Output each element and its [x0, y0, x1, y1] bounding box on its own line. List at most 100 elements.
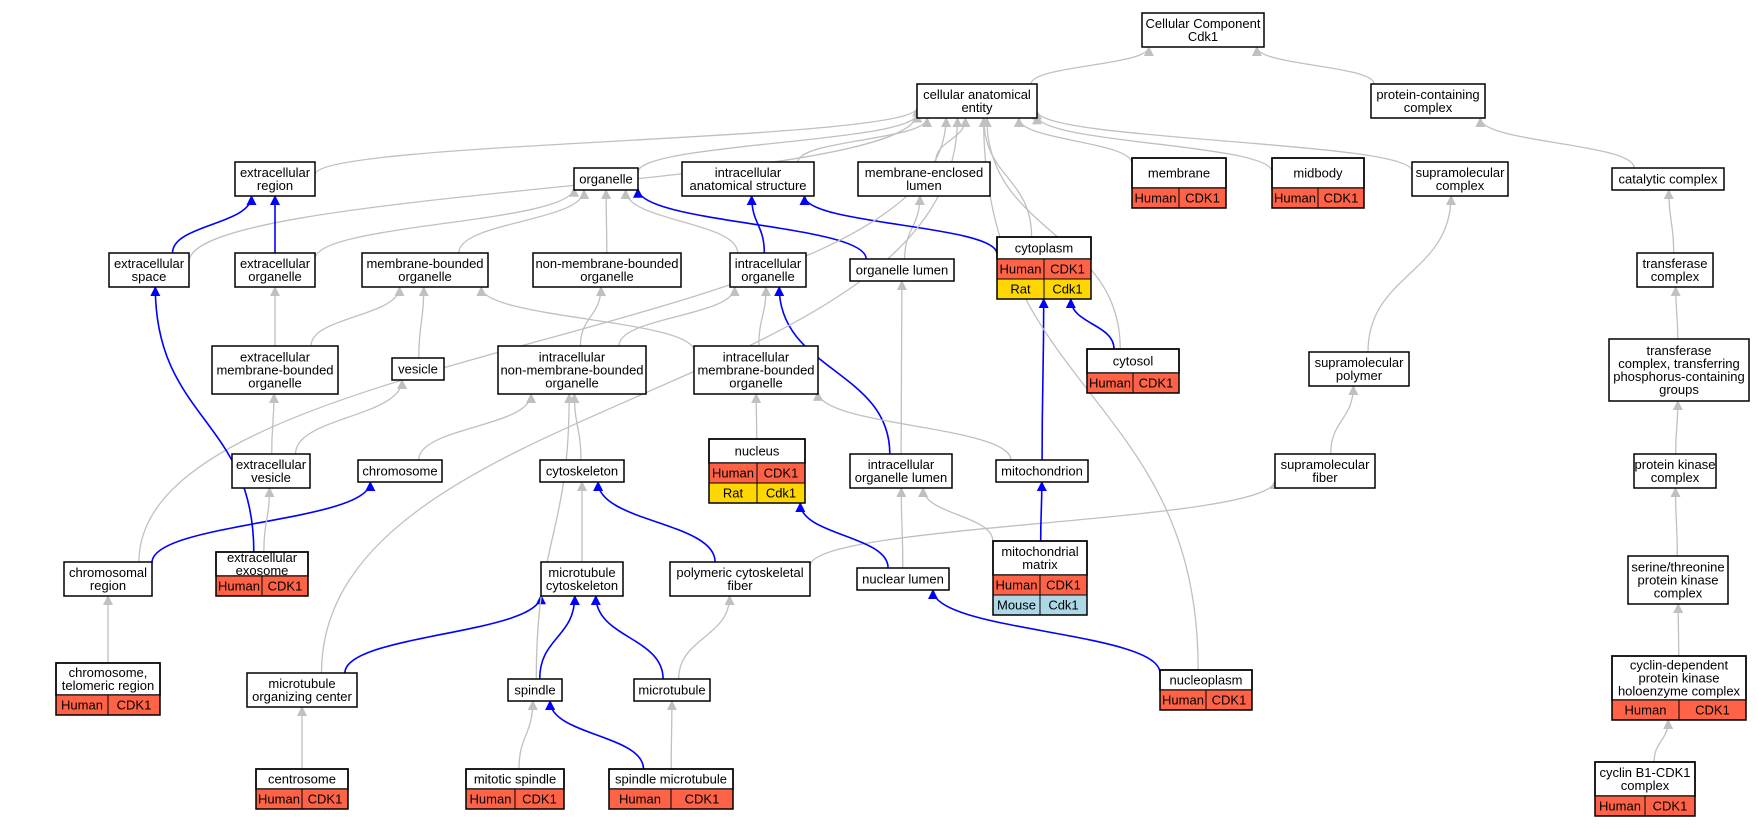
- edge-tctpcg-to-transcomplex-is-a: [1670, 286, 1681, 340]
- edge-supfiber-to-suppolymer-is-a: [1330, 385, 1359, 455]
- edge-cdkhc-to-stpkc-is-a: [1673, 603, 1684, 657]
- node-label-line: protein kinase: [1639, 671, 1720, 686]
- edge-cytoplasm-to-cae-is-a: [978, 117, 1033, 238]
- node-label-line: groups: [1659, 382, 1699, 397]
- edge-suppolymer-to-supcomplex-is-a: [1367, 195, 1456, 353]
- node-spindle[interactable]: spindle: [507, 678, 563, 702]
- edge-extreg-to-cae-is-a: [314, 106, 922, 175]
- node-box: [681, 161, 815, 197]
- node-label-line: cytoplasm: [1015, 241, 1074, 256]
- node-box: [708, 438, 806, 464]
- node-label-line: protein-containing: [1376, 87, 1479, 102]
- node-catcomplex[interactable]: catalytic complex: [1611, 167, 1725, 191]
- node-label-line: microtubule: [638, 683, 705, 698]
- edge-imbo-to-mbo-is-a: [476, 286, 695, 352]
- gene-label: CDK1: [1139, 376, 1174, 391]
- edge-cyclinb1-to-cdkhc-is-a: [1653, 719, 1674, 763]
- gene-label: CDK1: [1212, 693, 1247, 708]
- node-label-line: microtubule: [268, 676, 335, 691]
- species-label: Human: [712, 466, 754, 481]
- node-label-line: nuclear lumen: [862, 572, 944, 587]
- edge-mito-to-imbo-is-a: [813, 390, 1012, 461]
- edge-inmbo-to-nmbo-is-a: [579, 286, 606, 347]
- edge-nucleoplasm-to-nuclum-part-of: [928, 589, 1161, 674]
- edge-pcc-to-root-is-a: [1251, 46, 1375, 85]
- edge-mbo-to-organelle-is-a: [458, 189, 590, 254]
- gene-label: CDK1: [1185, 191, 1220, 206]
- node-outline: [1611, 655, 1747, 721]
- node-label-line: cytoskeleton: [546, 578, 618, 593]
- node-chromosome[interactable]: chromosome: [357, 459, 443, 483]
- node-label-line: matrix: [1022, 557, 1058, 572]
- node-vesicle[interactable]: vesicle: [391, 357, 445, 381]
- edge-exosome-to-extspace-part-of: [150, 286, 255, 553]
- gene-label: CDK1: [685, 792, 720, 807]
- species-label: Human: [1162, 693, 1204, 708]
- gene-label: CDK1: [1046, 578, 1081, 593]
- node-orglumen[interactable]: organelle lumen: [849, 258, 955, 282]
- node-cytoskeleton[interactable]: cytoskeleton: [539, 459, 625, 483]
- species-label: Human: [258, 792, 300, 807]
- node-microtubule[interactable]: microtubule: [633, 678, 711, 702]
- node-label-line: chromosome: [362, 464, 437, 479]
- node-nuclum[interactable]: nuclear lumen: [856, 567, 950, 591]
- edge-organelle-to-cae-is-a: [637, 112, 922, 173]
- edge-cytosol-to-cae-is-a: [981, 117, 1121, 350]
- node-organelle[interactable]: organelle: [573, 167, 639, 191]
- node-label-line: mitochondrion: [1001, 464, 1083, 479]
- node-label-line: complex: [1651, 470, 1700, 485]
- node-label-line: organelle lumen: [855, 470, 948, 485]
- node-label-line: nucleus: [735, 444, 780, 459]
- node-label-line: nucleoplasm: [1170, 673, 1243, 688]
- node-mito[interactable]: mitochondrion: [995, 459, 1089, 483]
- node-label-line: vesicle: [398, 362, 438, 377]
- node-outline: [1594, 761, 1696, 817]
- node-label-line: cyclin B1-CDK1: [1599, 765, 1690, 780]
- node-inmbo[interactable]: intracellularnon-membrane-boundedorganel…: [497, 345, 647, 395]
